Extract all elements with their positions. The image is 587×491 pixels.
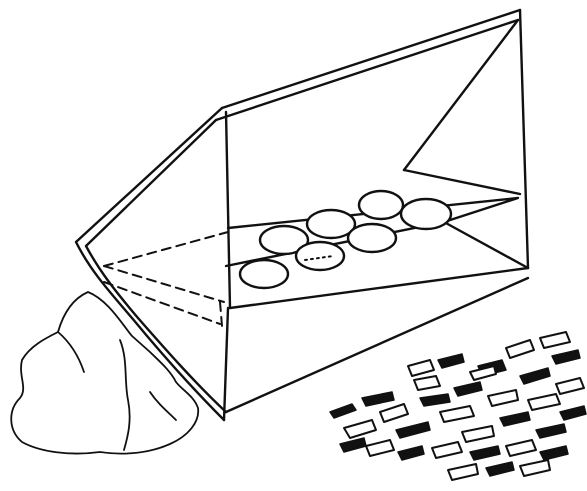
- hidden-edges: [103, 231, 229, 327]
- cake-row: [238, 189, 453, 290]
- cake-4: [399, 197, 453, 231]
- cake-5: [346, 222, 398, 254]
- rock-pile: [10, 291, 200, 455]
- scrap-pile: [329, 331, 587, 481]
- cake-7: [238, 258, 290, 290]
- cake-6: [294, 240, 346, 272]
- cake-1: [258, 224, 310, 256]
- cake-3: [357, 189, 405, 221]
- cake-2: [305, 208, 357, 240]
